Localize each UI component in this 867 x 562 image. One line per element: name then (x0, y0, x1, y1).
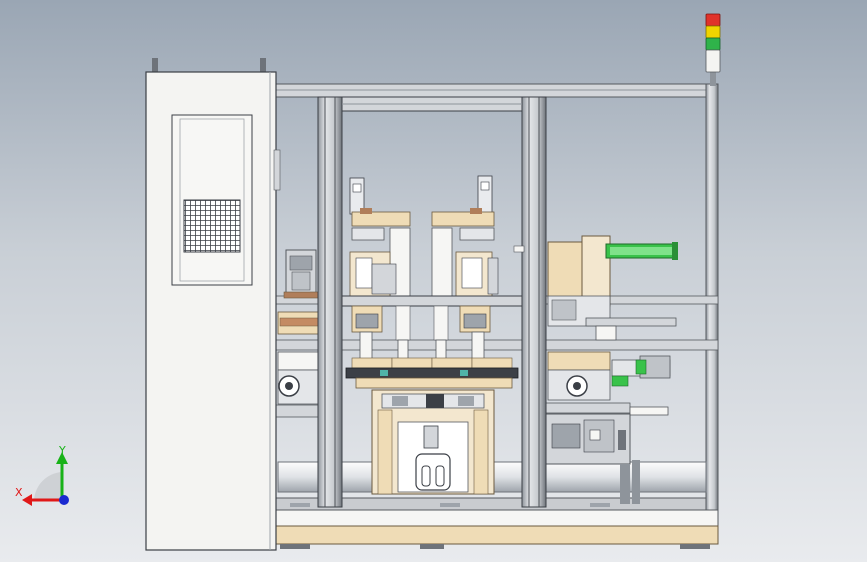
left-conveyor (277, 249, 321, 405)
coordinate-triad: Y X (15, 444, 69, 506)
z-axis-dot (59, 495, 69, 505)
machine-base (275, 497, 719, 549)
middle-stage (341, 295, 523, 389)
pick-head-right (431, 175, 499, 299)
right-actuator (545, 235, 678, 504)
lower-fixture (371, 389, 495, 495)
center-posts (317, 96, 547, 508)
electrical-cabinet (145, 58, 281, 551)
x-axis-label: X (15, 486, 23, 499)
signal-tower (705, 13, 721, 86)
y-axis-label: Y (58, 444, 66, 457)
sensor-bracket (513, 245, 525, 253)
pick-head-left (349, 177, 411, 299)
